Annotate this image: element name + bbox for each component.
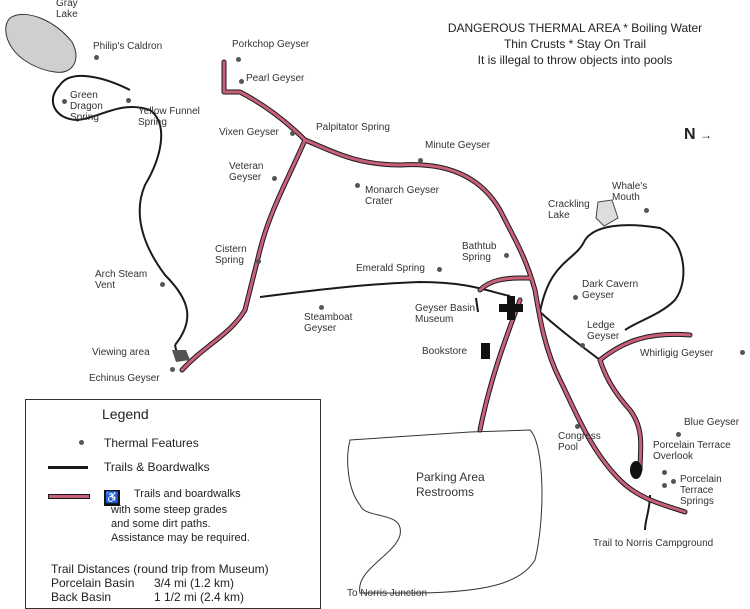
thermal-dot [662, 470, 667, 475]
thermal-dot [418, 158, 423, 163]
thermal-dot [575, 424, 580, 429]
label-emerald: Emerald Spring [356, 263, 425, 274]
warning-line-2: Thin Crusts * Stay On Trail [503, 37, 647, 51]
thermal-dot [236, 57, 241, 62]
label-whirligig: Whirligig Geyser [640, 348, 714, 359]
legend-steep-1: Trails and boardwalks [134, 488, 241, 500]
label-gray-lake: Gray Lake [56, 0, 78, 20]
thermal-dot [644, 208, 649, 213]
trails [51, 74, 685, 531]
legend: Legend Thermal Features Trails & Boardwa… [25, 399, 321, 609]
thermal-dot [319, 305, 324, 310]
label-porkchop: Porkchop Geyser [232, 39, 310, 50]
label-pearl: Pearl Geyser [246, 73, 305, 84]
label-parking: Parking Area Restrooms [416, 470, 485, 499]
legend-title: Legend [102, 406, 149, 422]
gray-lake [5, 13, 77, 73]
warning-line-3: It is illegal to throw objects into pool… [477, 53, 673, 67]
legend-trails: Trails & Boardwalks [104, 460, 210, 474]
label-porcelain-springs: Porcelain Terrace Springs [680, 474, 722, 507]
thermal-dot [170, 367, 175, 372]
legend-steep-3: and some dirt paths. [111, 518, 211, 530]
label-yellow-funnel: Yellow Funnel Spring [138, 106, 200, 128]
accessibility-icon: ♿ [104, 490, 120, 506]
thermal-dot [504, 253, 509, 258]
thermal-dot [671, 479, 676, 484]
label-viewing: Viewing area [92, 347, 150, 358]
warning-line-1: DANGEROUS THERMAL AREA * Boiling Water [447, 21, 703, 35]
thermal-dot [239, 79, 244, 84]
label-green-dragon: Green Dragon Spring [70, 90, 103, 123]
thermal-dot [272, 176, 277, 181]
legend-porcelain-dist: 3/4 mi (1.2 km) [154, 576, 235, 590]
label-norris-camp: Trail to Norris Campground [593, 538, 714, 549]
label-cistern: Cistern Spring [215, 244, 247, 266]
label-echinus: Echinus Geyser [89, 373, 160, 384]
label-museum: Geyser Basin Museum [415, 303, 476, 325]
label-congress: Congress Pool [558, 431, 601, 453]
legend-trail-line-icon [48, 466, 88, 469]
legend-porcelain-name: Porcelain Basin [51, 576, 135, 590]
legend-back-name: Back Basin [51, 590, 112, 604]
label-crackling: Crackling Lake [548, 199, 590, 221]
arrow-icon: → [700, 128, 713, 142]
label-blue: Blue Geyser [684, 417, 740, 428]
label-palpitator: Palpitator Spring [316, 122, 390, 133]
legend-thermal: Thermal Features [104, 436, 199, 450]
label-philips-caldron: Philip's Caldron [93, 41, 163, 52]
steep-trails [179, 59, 693, 515]
legend-steep-2: with some steep grades [111, 504, 228, 516]
north-label: N [684, 126, 696, 143]
label-norris-junction: To Norris Junction [347, 588, 428, 599]
thermal-dot [740, 350, 745, 355]
north-arrow: N → [684, 126, 712, 144]
thermal-dot [662, 483, 667, 488]
label-arch-steam: Arch Steam Vent [95, 269, 148, 291]
legend-dot-icon [79, 440, 84, 445]
viewing-area-icon [172, 350, 190, 362]
thermal-dot [256, 259, 261, 264]
thermal-dot [437, 267, 442, 272]
thermal-dot [676, 432, 681, 437]
label-monarch: Monarch Geyser Crater [365, 185, 439, 207]
thermal-dot [160, 282, 165, 287]
thermal-dot [580, 343, 585, 348]
label-minute: Minute Geyser [425, 140, 491, 151]
whales-mouth-pool [595, 199, 619, 227]
thermal-dot [94, 55, 99, 60]
thermal-dot [573, 295, 578, 300]
label-whales-mouth: Whale's Mouth [612, 181, 648, 203]
thermal-dot [355, 183, 360, 188]
label-ledge: Ledge Geyser [587, 320, 620, 342]
label-porcelain-overlook: Porcelain Terrace Overlook [653, 440, 731, 462]
thermal-dot [290, 131, 295, 136]
label-bathtub: Bathtub Spring [462, 241, 497, 263]
bookstore-icon [481, 343, 490, 359]
thermal-dot [62, 99, 67, 104]
thermal-dot [126, 98, 131, 103]
museum-icon [499, 296, 523, 320]
overlook-icon [630, 461, 642, 479]
label-vixen: Vixen Geyser [219, 127, 279, 138]
legend-steep-line-icon [48, 494, 90, 499]
legend-steep-4: Assistance may be required. [111, 532, 250, 544]
label-dark-cavern: Dark Cavern Geyser [582, 279, 639, 301]
legend-distances-title: Trail Distances (round trip from Museum) [51, 562, 269, 576]
legend-back-dist: 1 1/2 mi (2.4 km) [154, 590, 245, 604]
label-bookstore: Bookstore [422, 346, 468, 357]
warning-header: DANGEROUS THERMAL AREA * Boiling Water T… [400, 20, 750, 68]
label-steamboat: Steamboat Geyser [304, 312, 353, 334]
parking-area [347, 429, 543, 594]
label-veteran: Veteran Geyser [229, 161, 264, 183]
